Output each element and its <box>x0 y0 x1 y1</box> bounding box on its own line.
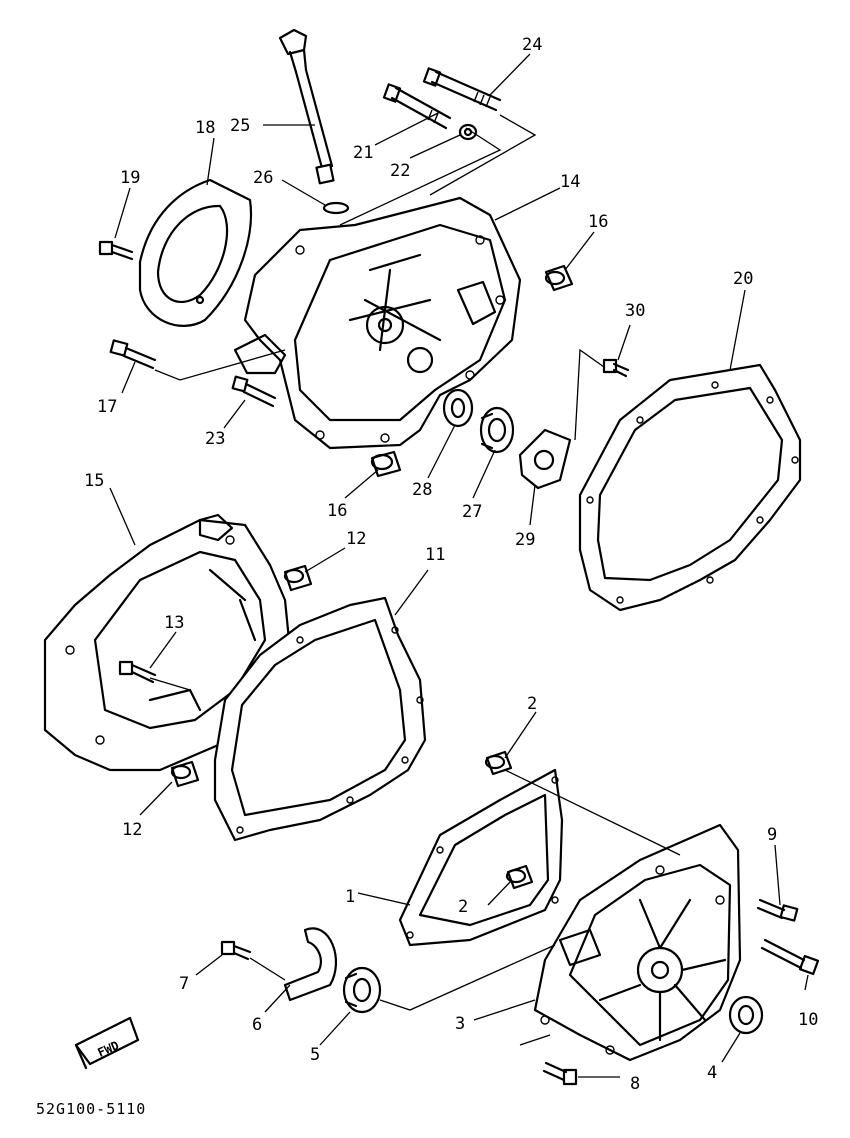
part-23-bolt <box>231 375 277 408</box>
callout-2: 2 <box>527 694 537 714</box>
part-28-oil-seal <box>442 388 474 428</box>
callout-labels: 1 2 2 3 4 5 6 7 8 9 10 11 12 12 13 14 15… <box>84 35 818 1094</box>
callout-12: 12 <box>346 529 366 549</box>
part-2-dowel-lower <box>505 864 534 890</box>
part-21-bolt <box>382 83 452 130</box>
callout-9: 9 <box>767 825 777 845</box>
callout-21: 21 <box>353 143 373 163</box>
callout-6: 6 <box>252 1015 262 1035</box>
part-17-bolt <box>109 339 157 370</box>
forward-arrow-icon: FWD <box>74 1016 140 1070</box>
callout-17: 17 <box>97 397 117 417</box>
callout-3: 3 <box>455 1014 465 1034</box>
callout-1: 1 <box>345 887 355 907</box>
part-12-dowel-lower <box>170 760 200 788</box>
callout-8: 8 <box>630 1074 640 1094</box>
part-29-gasket <box>518 428 572 490</box>
part-16-dowel-lower <box>370 450 402 478</box>
part-7-screw <box>220 940 252 961</box>
part-10-bolt <box>760 938 820 976</box>
callout-16: 16 <box>588 212 608 232</box>
part-27-bearing <box>479 406 515 454</box>
callout-26: 26 <box>253 168 273 188</box>
leader-lines <box>109 53 809 1078</box>
callout-20: 20 <box>733 269 753 289</box>
callout-11: 11 <box>425 545 445 565</box>
part-20-gasket <box>578 363 802 612</box>
callout-16: 16 <box>327 501 347 521</box>
part-8-bolt <box>542 1061 578 1086</box>
part-25-dipstick <box>278 28 335 185</box>
catalog-number: 52G100-5110 <box>36 1100 147 1118</box>
part-3-crankcase-cover <box>533 823 742 1062</box>
callout-22: 22 <box>390 161 410 181</box>
part-26-o-ring <box>322 201 350 215</box>
callout-2: 2 <box>458 897 468 917</box>
part-22-washer <box>458 123 478 141</box>
callout-27: 27 <box>462 502 482 522</box>
part-5-bearing <box>342 966 382 1014</box>
callout-14: 14 <box>560 172 580 192</box>
callout-4: 4 <box>707 1063 717 1083</box>
callout-30: 30 <box>625 301 645 321</box>
callout-12: 12 <box>122 820 142 840</box>
part-19-screw <box>98 240 134 261</box>
callout-15: 15 <box>84 471 104 491</box>
part-18-cover-plate <box>138 178 252 327</box>
callout-5: 5 <box>310 1045 320 1065</box>
callout-25: 25 <box>230 116 250 136</box>
part-9-bolt <box>756 898 799 922</box>
part-30-screw <box>602 358 630 378</box>
part-12-dowel-upper <box>283 564 313 592</box>
callout-13: 13 <box>164 613 184 633</box>
callout-10: 10 <box>798 1010 818 1030</box>
callout-23: 23 <box>205 429 225 449</box>
callout-18: 18 <box>195 118 215 138</box>
callout-29: 29 <box>515 530 535 550</box>
part-6-retainer <box>283 927 338 1002</box>
part-24-bolt <box>422 67 502 112</box>
callout-7: 7 <box>179 974 189 994</box>
part-13-bolt <box>118 660 157 684</box>
callout-19: 19 <box>120 168 140 188</box>
part-16-dowel-upper <box>544 264 574 292</box>
part-11-gasket <box>213 596 427 842</box>
part-4-oil-seal <box>728 995 764 1035</box>
part-1-gasket <box>398 768 564 947</box>
callout-24: 24 <box>522 35 542 55</box>
part-14-crankcase-cover <box>233 196 522 450</box>
callout-28: 28 <box>412 480 432 500</box>
